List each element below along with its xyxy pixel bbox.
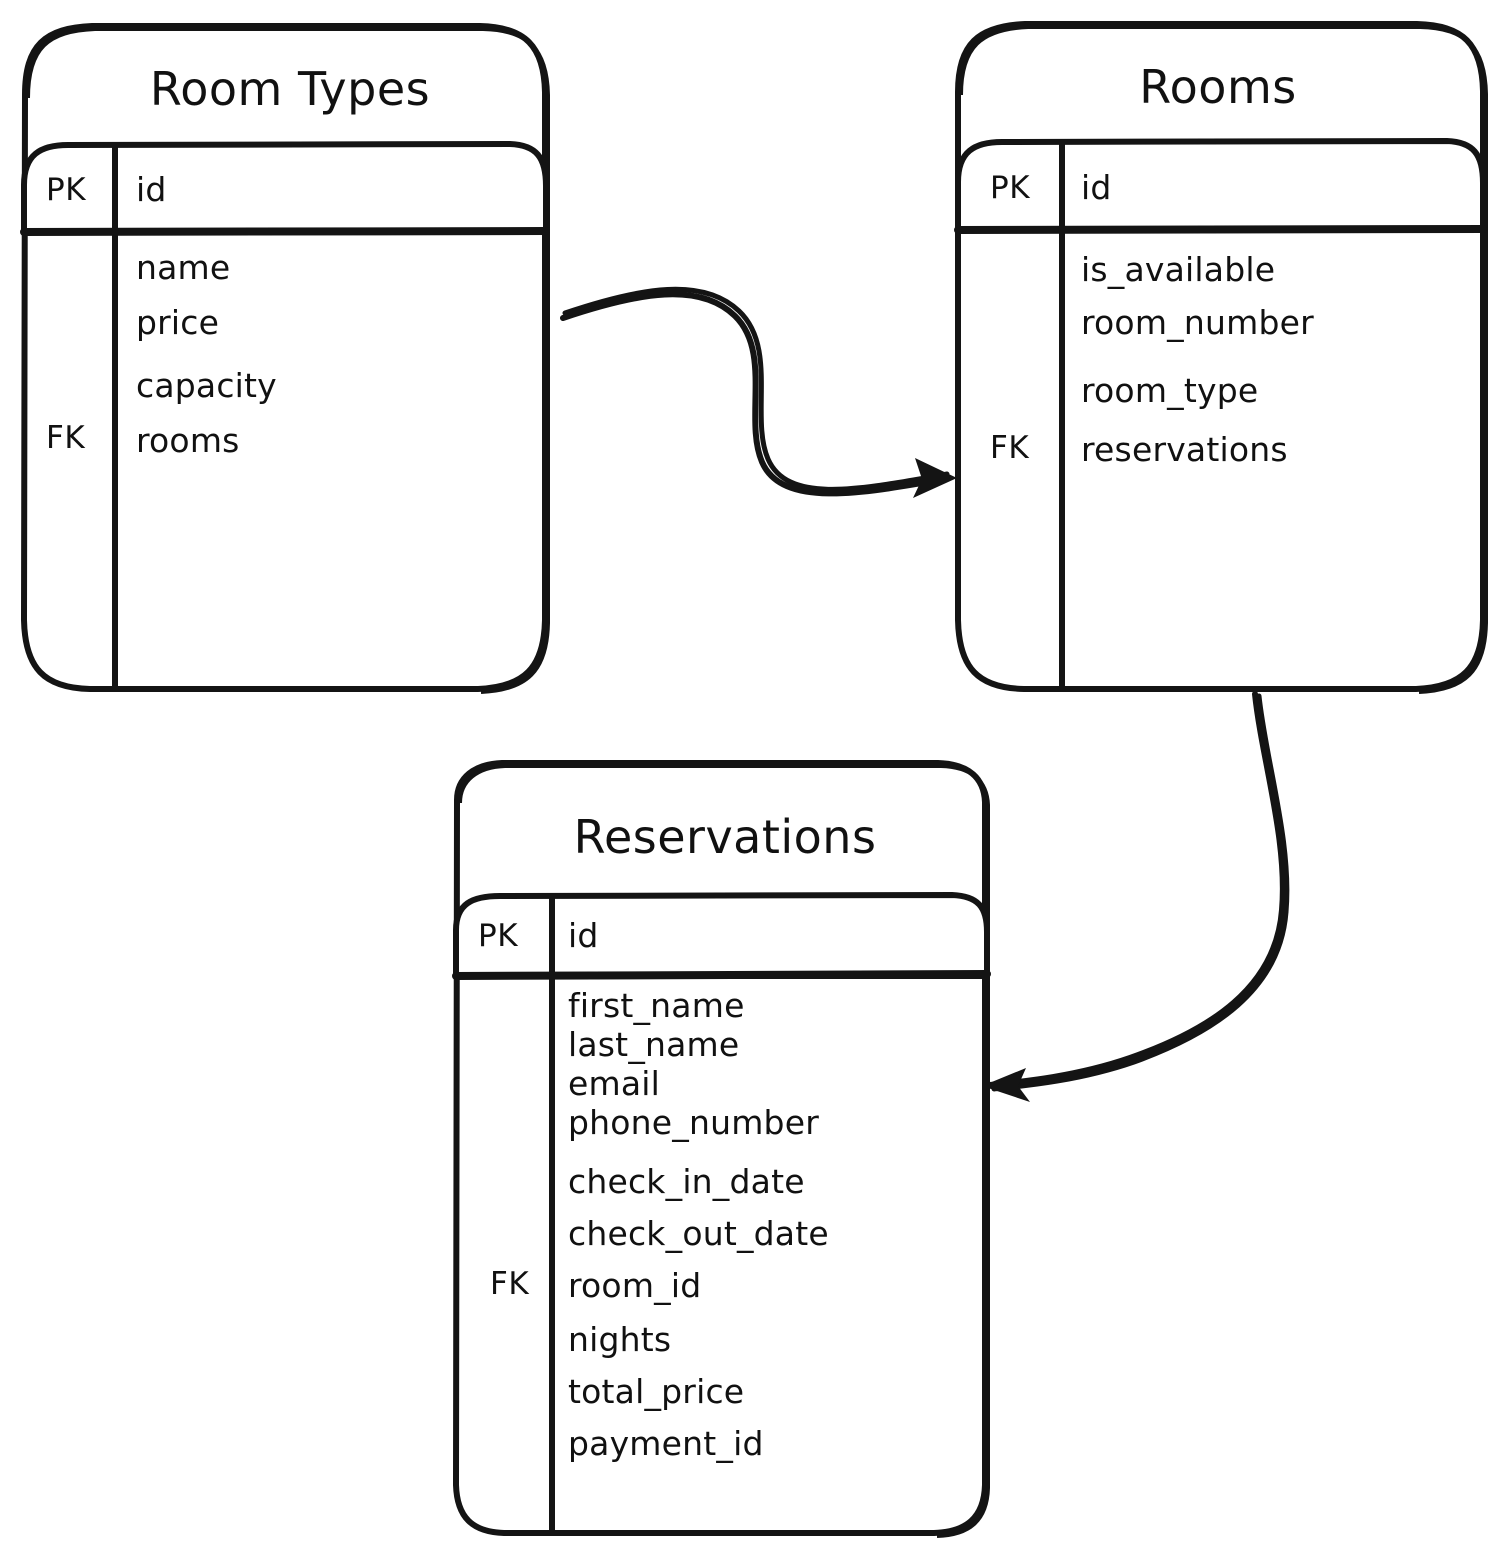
attribute-rooms-0: is_available <box>1081 250 1276 289</box>
attribute-room-types-2: capacity <box>136 366 277 405</box>
attribute-reservations-9: payment_id <box>568 1424 764 1463</box>
pk-field-reservations: id <box>568 916 599 955</box>
attribute-reservations-8: total_price <box>568 1372 745 1411</box>
attribute-reservations-2: email <box>568 1064 661 1103</box>
relationship-rooms-to-reservations[interactable] <box>982 691 1290 1102</box>
entity-rooms-frame <box>954 21 1488 694</box>
entity-reservations-frame <box>452 760 991 1538</box>
arrowhead-to-reservations <box>982 1068 1030 1102</box>
attribute-reservations-6: room_id <box>568 1266 702 1305</box>
entity-rooms[interactable]: Rooms PK id FK is_available room_number … <box>935 0 1501 720</box>
pk-label-reservations: PK <box>478 918 519 954</box>
fk-label-room-types: FK <box>46 420 86 456</box>
attribute-rooms-1: room_number <box>1081 303 1314 342</box>
entity-room-types[interactable]: Room Types PK id FK name price capacity … <box>0 0 580 720</box>
arrowhead-to-rooms <box>913 458 957 498</box>
entity-reservations[interactable]: Reservations PK id FK first_name last_na… <box>440 750 1010 1544</box>
attribute-reservations-7: nights <box>568 1320 672 1359</box>
attribute-reservations-0: first_name <box>568 986 745 1025</box>
attribute-reservations-5: check_out_date <box>568 1214 829 1253</box>
pk-field-rooms: id <box>1081 168 1112 207</box>
fk-label-reservations: FK <box>490 1266 530 1302</box>
pk-label-room-types: PK <box>46 172 87 208</box>
attribute-reservations-1: last_name <box>568 1025 740 1064</box>
relationship-room-types-to-rooms[interactable] <box>560 286 957 498</box>
attribute-rooms-3: reservations <box>1081 430 1288 469</box>
entity-room-types-frame <box>20 23 550 694</box>
entity-title-reservations: Reservations <box>573 810 877 864</box>
pk-label-rooms: PK <box>990 170 1031 206</box>
attribute-reservations-3: phone_number <box>568 1103 819 1142</box>
attribute-room-types-3: rooms <box>136 421 240 460</box>
fk-label-rooms: FK <box>990 430 1030 466</box>
pk-field-room-types: id <box>136 170 167 209</box>
attribute-room-types-1: price <box>136 303 220 342</box>
attribute-rooms-2: room_type <box>1081 371 1259 410</box>
entity-title-room-types: Room Types <box>149 62 431 116</box>
entity-title-rooms: Rooms <box>1139 60 1297 114</box>
attribute-room-types-0: name <box>136 248 231 287</box>
attribute-reservations-4: check_in_date <box>568 1162 805 1201</box>
